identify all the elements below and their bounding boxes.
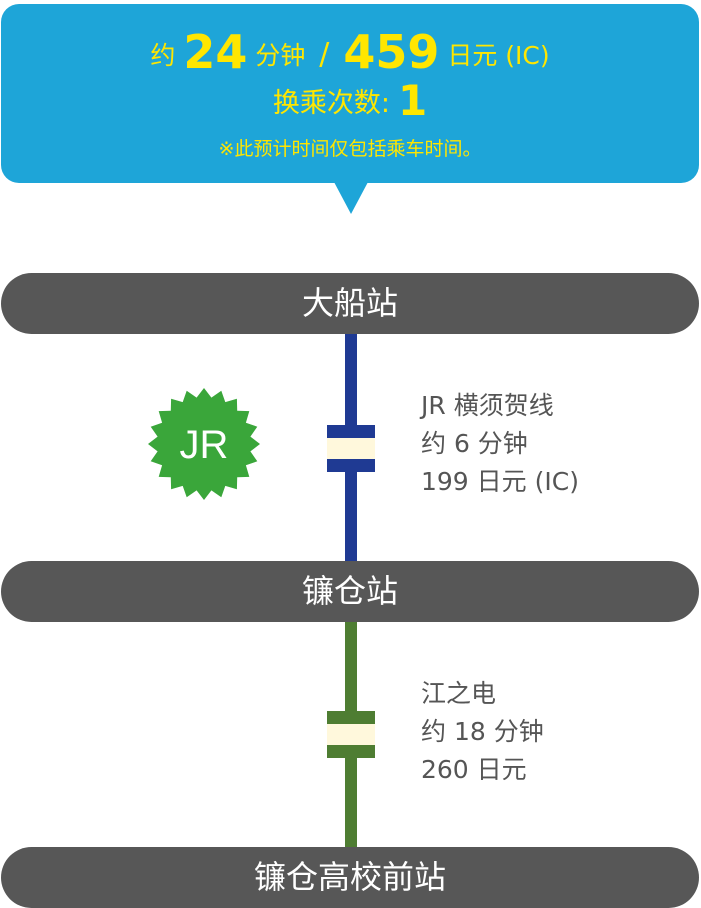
summary-time-fare: 约 24 分钟 / 459 日元 (IC) [1,26,699,82]
summary-note: ※此预计时间仅包括乘车时间。 [218,138,482,160]
station-kamakura[interactable]: 镰仓站 [1,561,699,622]
fare-unit: 日元 (IC) [447,41,550,70]
approx-prefix: 约 [150,41,176,70]
line-marker-jr [327,425,375,472]
segment-fare: 199 日元 (IC) [421,467,579,496]
segment-info-enoden: 江之电 约 18 分钟 260 日元 [421,675,544,789]
segment-line-name: 江之电 [421,679,497,708]
total-fare: 459 [343,25,440,79]
jr-badge-label: JR [180,423,229,467]
station-ofuna[interactable]: 大船站 [1,273,699,334]
segment-duration: 约 6 分钟 [421,429,528,458]
bubble-tail [334,182,368,214]
total-minutes: 24 [183,25,248,79]
jr-logo-badge: JR [148,388,260,500]
station-kamakura-koko-mae[interactable]: 镰仓高校前站 [1,847,699,908]
transfers-label: 换乘次数: [272,88,390,119]
route-summary-bubble: 约 24 分钟 / 459 日元 (IC) 换乘次数:1 ※此预计时间仅包括乘车… [1,4,699,183]
segment-info-jr: JR 横须贺线 约 6 分钟 199 日元 (IC) [421,387,579,501]
segment-fare: 260 日元 [421,755,527,784]
line-marker-enoden [327,711,375,758]
segment-duration: 约 18 分钟 [421,717,544,746]
segment-line-name: JR 横须贺线 [421,391,554,420]
transfers-count: 1 [397,76,428,125]
minutes-unit: 分钟 [255,41,306,70]
summary-transfers: 换乘次数:1 [1,76,699,129]
separator-slash: / [319,37,330,72]
